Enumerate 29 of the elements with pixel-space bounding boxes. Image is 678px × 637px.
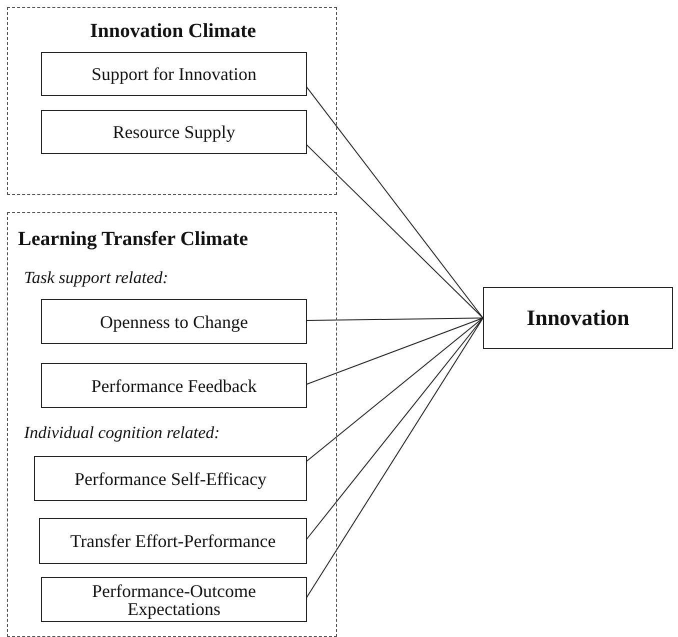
factor-box xyxy=(41,577,307,622)
connector-line xyxy=(306,318,484,385)
subgroup-label: Individual cognition related: xyxy=(24,423,220,443)
box-label: Performance-Outcome Expectations xyxy=(91,582,257,618)
box-label: Transfer Effort-Performance xyxy=(69,532,277,550)
factor-box xyxy=(41,299,307,344)
factor-box xyxy=(34,456,307,501)
box-label: Performance Self-Efficacy xyxy=(73,470,268,488)
connector-line xyxy=(306,318,484,321)
dashed-group-frame xyxy=(7,212,337,637)
factor-box xyxy=(41,363,307,408)
box-label: Innovation xyxy=(526,307,630,329)
outcome-box xyxy=(483,287,673,349)
subgroup-label: Task support related: xyxy=(24,268,168,288)
connector-line xyxy=(306,144,484,318)
factor-box xyxy=(41,110,307,154)
connector-line xyxy=(306,318,484,462)
box-label: Support for Innovation xyxy=(90,65,258,83)
connector-line xyxy=(306,318,484,599)
box-label: Openness to Change xyxy=(99,312,249,330)
connector-line xyxy=(306,86,484,318)
box-label: Performance Feedback xyxy=(90,376,258,394)
group-heading: Innovation Climate xyxy=(88,20,258,43)
connector-line xyxy=(306,318,484,540)
factor-box xyxy=(41,52,307,96)
box-label: Resource Supply xyxy=(112,123,236,141)
group-heading: Learning Transfer Climate xyxy=(18,228,248,251)
dashed-group-frame xyxy=(7,7,337,195)
factor-box xyxy=(39,518,307,564)
